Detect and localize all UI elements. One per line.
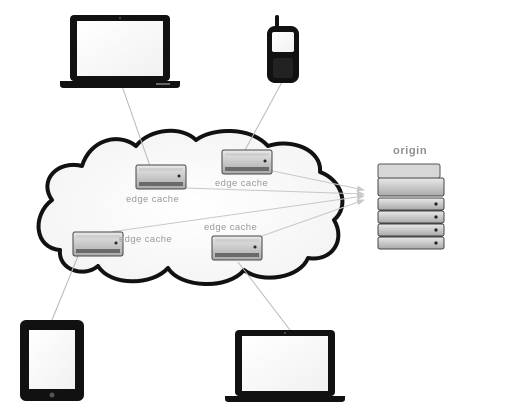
edge-cache-server-icon [72,231,124,257]
connector-laptop-top [121,85,151,167]
connector-laptop-bottom [237,261,291,331]
tablet-icon [20,320,84,401]
connector-tablet [51,255,79,321]
connector-phone [243,81,283,153]
edge-cache-label: edge cache [126,194,179,205]
cloud [36,128,345,286]
arrow-edge-3 [109,194,365,233]
edge-cache-server-icon [221,149,273,175]
edge-cache-server-icon [135,164,187,190]
edge-cache-label: edge cache [119,234,172,245]
edge-cache-label: edge cache [204,222,257,233]
origin-server-icon [377,163,445,250]
mobile-phone-icon [267,15,299,83]
edge-cache-server-icon [211,235,263,261]
arrow-edge-1 [185,187,365,197]
arrow-edge-2 [267,169,365,192]
arrow-edge-4 [261,199,365,237]
origin-arrows [109,169,365,237]
connectors [51,81,291,331]
origin-label: origin [393,145,427,157]
laptop-top-icon [60,15,180,88]
laptop-bottom-icon [225,330,345,402]
edge-cache-label: edge cache [215,178,268,189]
